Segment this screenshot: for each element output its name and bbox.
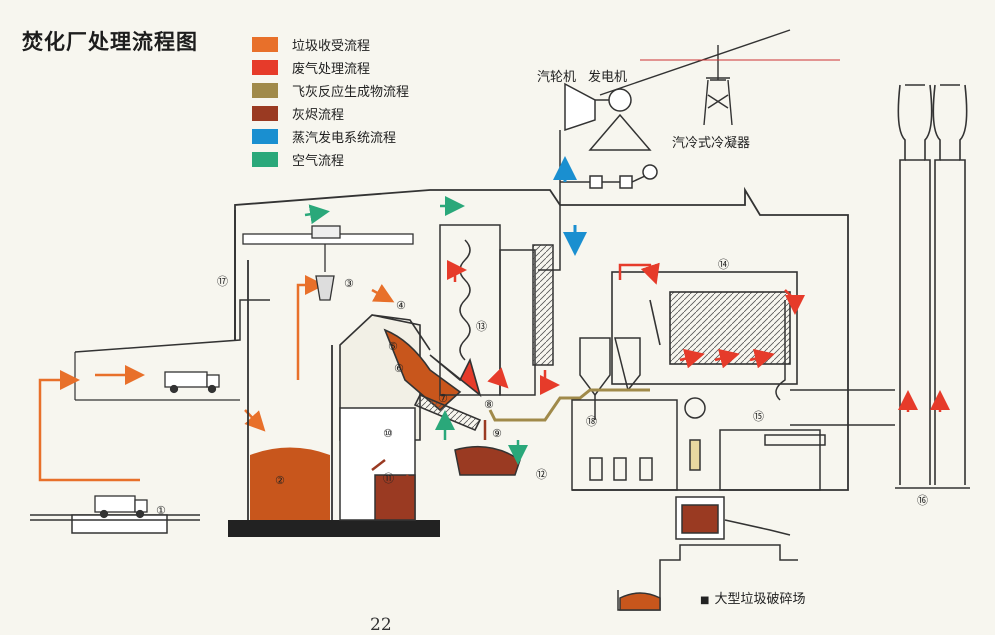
legend-label: 飞灰反应生成物流程 [292,85,410,100]
turbine-label: 汽轮机 [537,70,577,85]
marker: ⑨ [492,427,502,440]
marker: ⑭ [718,258,729,271]
boiler [439,224,554,396]
marker: ③ [344,277,354,290]
garbage-truck-icon [164,371,220,394]
shredder-label-text: 大型垃圾破碎场 [714,592,806,607]
legend-label: 空气流程 [292,154,345,169]
marker: ⑰ [217,275,228,288]
marker: ⑥ [394,362,404,375]
legend-label: 垃圾收受流程 [292,39,371,54]
marker: ⑩ [383,427,393,440]
marker: ⑦ [438,392,448,405]
legend-label: 废气处理流程 [292,62,371,77]
marker: ⑬ [476,320,487,333]
legend-swatch [252,83,278,98]
marker: ④ [396,299,406,312]
ash-pit [339,407,521,521]
generator-label: 发电机 [588,70,628,85]
legend-swatch [252,152,278,167]
marker: ⑤ [388,340,398,353]
marker: ⑮ [753,410,764,423]
legend-label: 灰烬流程 [292,108,345,123]
marker: ⑪ [383,472,394,485]
flue-duct [764,300,895,446]
legend-swatch [252,106,278,121]
marker: ⑧ [484,398,494,411]
marker: ⑫ [536,468,547,481]
legend-swatch [252,37,278,52]
garbage-pit [228,260,440,537]
marker: ① [156,504,166,517]
shredder-area [617,496,798,611]
bullet-icon: ■ [700,595,710,606]
scrubber [579,337,641,420]
marker: ⑯ [917,494,928,507]
legend-label: 蒸汽发电系统流程 [292,131,397,146]
condenser [599,29,840,126]
receiving-area [30,514,200,534]
marker: ⑱ [586,415,597,428]
shredder-label: ■ 大型垃圾破碎场 [700,588,805,607]
turbine-generator [538,82,658,271]
legend-swatch [252,60,278,75]
garbage-truck-icon [94,495,148,519]
lower-rooms [571,397,821,491]
diagram-title: 焚化厂处理流程图 [22,30,198,54]
crane [242,225,414,301]
condenser-label: 汽冷式冷凝器 [672,136,751,151]
marker: ② [275,474,285,487]
chimney [895,84,970,489]
legend-swatch [252,129,278,144]
page-number: 22 [370,615,392,635]
